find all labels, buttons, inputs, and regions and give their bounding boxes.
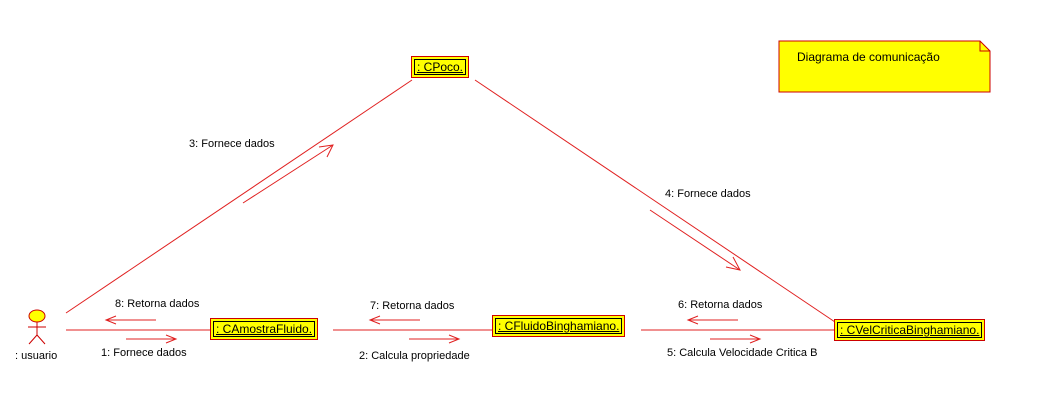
message-6-label: 6: Retorna dados <box>678 299 763 311</box>
message-2-label: 2: Calcula propriedade <box>359 350 470 362</box>
arrow-m7 <box>368 315 420 325</box>
message-4-label: 4: Fornece dados <box>665 188 751 200</box>
arrow-m1 <box>126 334 178 344</box>
arrow-m4 <box>649 209 741 271</box>
link-poco-velcritica <box>474 79 836 323</box>
object-cpoco-label: : CPoco. <box>417 60 464 74</box>
message-8-label: 8: Retorna dados <box>115 298 200 310</box>
diagram-note[interactable]: Diagrama de comunicação <box>779 41 990 92</box>
object-camostrafluido[interactable]: : CAmostraFluido. <box>210 318 319 340</box>
link-usuario-poco <box>65 79 413 314</box>
object-cfluidobinghamiano-label: : CFluidoBinghamiano. <box>498 319 620 333</box>
object-camostrafluido-label: : CAmostraFluido. <box>216 322 313 336</box>
message-7-label: 7: Retorna dados <box>370 300 455 312</box>
object-cpoco[interactable]: : CPoco. <box>411 56 470 78</box>
message-3-label: 3: Fornece dados <box>189 138 275 150</box>
object-cfluidobinghamiano[interactable]: : CFluidoBinghamiano. <box>492 315 626 337</box>
note-text: Diagrama de comunicação <box>797 50 940 64</box>
note-shape <box>778 40 991 93</box>
actor-label: : usuario <box>15 350 58 362</box>
actor-icon[interactable] <box>28 309 46 345</box>
message-5-label: 5: Calcula Velocidade Critica B <box>667 347 818 359</box>
arrow-m8 <box>104 315 156 325</box>
arrow-m5 <box>710 334 762 344</box>
object-cvelcriticabinghamiano-label: : CVelCriticaBinghamiano. <box>840 323 980 337</box>
arrow-m2 <box>409 334 461 344</box>
message-1-label: 1: Fornece dados <box>101 347 187 359</box>
object-cvelcriticabinghamiano[interactable]: : CVelCriticaBinghamiano. <box>834 319 986 341</box>
arrow-m6 <box>686 315 738 325</box>
arrow-m3 <box>242 144 334 204</box>
